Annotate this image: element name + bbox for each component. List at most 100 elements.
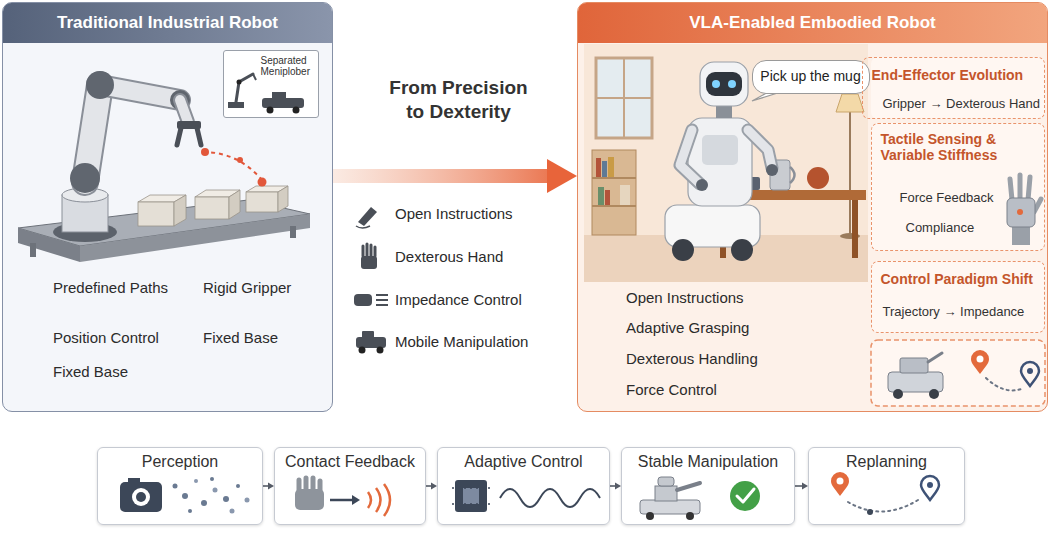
step-icons-part	[182, 493, 188, 499]
text-slot: Tactile Sensing & Variable Stiffness	[881, 131, 1041, 165]
box-heading: End-Effector Evolution	[872, 67, 1024, 84]
industrial-robot-illustration-part	[246, 192, 278, 212]
panel-title: Traditional Industrial Robot	[57, 3, 278, 43]
feature-box: Tactile Sensing & Variable StiffnessForc…	[871, 123, 1045, 251]
panel-fill-part	[871, 123, 1045, 251]
label-slot: Mobile Manipulation	[395, 333, 528, 351]
home-scene-illustration-part	[696, 179, 708, 191]
inset-sketch-part	[267, 107, 274, 114]
home-scene-illustration-part	[849, 110, 851, 235]
panel-header: VLA-Enabled Embodied Robot	[578, 3, 1047, 43]
mobile-manipulation-icon-part	[1021, 362, 1039, 386]
text-slot: Force Control	[626, 381, 717, 399]
industrial-robot-illustration-part	[86, 71, 114, 99]
text-slot: Open Instructions	[626, 289, 744, 307]
process-box: Contact Feedback	[274, 447, 426, 525]
step-icons-part	[245, 498, 250, 503]
text-slot: Dexterous Handling	[626, 350, 758, 368]
panel-fill-part	[577, 2, 1048, 412]
panel-fill	[2, 2, 1048, 525]
process-box: Replanning	[808, 447, 965, 525]
flow-arrow	[795, 483, 808, 490]
feature-box: End-Effector EvolutionGripper → Dexterou…	[862, 57, 1045, 119]
inset-caption: Separated Meniplober	[261, 55, 317, 78]
step-icons-part	[655, 486, 677, 501]
panel-fill-part	[97, 447, 263, 525]
step-icons-part	[500, 489, 600, 507]
transition-label: Mobile Manipulation	[395, 333, 528, 350]
panel-fill-part	[621, 447, 795, 525]
industrial-robot-illustration-part	[229, 190, 240, 219]
step-icons-part	[352, 495, 360, 505]
step-icons-part	[295, 489, 324, 510]
tactile-hand-icon-part	[1028, 177, 1030, 200]
text-slot: End-Effector Evolution	[872, 66, 1024, 84]
step-icons-part	[686, 512, 694, 520]
tactile-hand-icon-part	[1017, 209, 1023, 215]
mobile-manipulation-icon-part	[893, 389, 903, 399]
flow-arrow	[426, 483, 437, 490]
home-scene-illustration-part	[766, 164, 778, 176]
industrial-robot-illustration-part	[290, 226, 296, 238]
home-scene-illustration-part	[790, 167, 795, 183]
home-scene-illustration-part	[596, 97, 652, 99]
industrial-robot-illustration-part	[138, 202, 174, 226]
step-icons-part	[658, 477, 674, 486]
step-icons-part	[311, 478, 316, 490]
home-scene-illustration-part	[592, 205, 636, 207]
text-slot: Fixed Base	[203, 329, 278, 347]
mobile-manipulation-icon-part	[986, 378, 1024, 390]
industrial-robot-illustration-part	[237, 157, 243, 163]
transition-icons-part	[366, 244, 369, 256]
inset-box: Separated Meniplober	[223, 50, 319, 118]
home-scene-illustration-part	[731, 239, 753, 261]
home-scene-illustration-part	[592, 177, 636, 179]
tactile-hand-icon-part	[1012, 226, 1030, 245]
home-scene-illustration-part	[728, 80, 736, 88]
text-slot: Adaptive Control	[438, 453, 609, 471]
feature-label: Fixed Base	[53, 363, 128, 380]
home-scene-illustration-part	[608, 157, 614, 177]
transition-icons-part	[376, 294, 388, 296]
mobile-manipulation-icon	[871, 340, 1045, 406]
home-scene-illustration-part	[592, 150, 636, 235]
step-icons-part	[368, 492, 371, 508]
transition-icons-part	[370, 245, 373, 256]
capability-label: Force Control	[626, 381, 717, 398]
step-icons-part	[927, 482, 933, 488]
home-scene-illustration-part	[712, 80, 720, 88]
mobile-manipulation-icon-part	[871, 340, 1045, 406]
flow-arrow	[263, 483, 274, 490]
home-scene-illustration-part	[748, 130, 772, 168]
transition-arrow	[333, 159, 577, 193]
industrial-robot-illustration-part	[177, 128, 181, 145]
panel-fill-part	[871, 261, 1045, 333]
transition-icons-part	[356, 226, 370, 228]
step-icons-part	[132, 488, 150, 506]
text-slot: Control Paradigm Shift	[881, 270, 1033, 288]
box-heading: Control Paradigm Shift	[881, 271, 1033, 288]
step-icons-part	[136, 492, 146, 502]
industrial-robot-illustration-part	[80, 214, 310, 262]
label-slot: Open Instructions	[395, 205, 513, 223]
comparison-panel: Traditional Industrial RobotPredefined P…	[2, 2, 333, 412]
home-scene-illustration-part	[620, 185, 630, 205]
industrial-robot-illustration-part	[70, 163, 100, 193]
mobile-manipulation-icon-part	[929, 389, 939, 399]
transition-icons-part	[358, 207, 377, 226]
inset-sketch-part	[253, 74, 256, 80]
connector-line	[795, 485, 803, 487]
step-icons-part	[737, 489, 754, 502]
label-slot: From Precision to Dexterity	[381, 76, 536, 124]
step-icons-part	[452, 503, 490, 505]
home-scene-illustration-part	[672, 239, 694, 261]
mobile-manipulation-icon-part	[1027, 368, 1033, 374]
home-scene-illustration-part	[680, 130, 700, 184]
home-scene-illustration-part	[748, 130, 772, 168]
flow-arrow	[610, 483, 621, 490]
text-slot: Perception	[98, 453, 262, 471]
industrial-robot-illustration-part	[195, 197, 229, 219]
transition-label: Open Instructions	[395, 205, 513, 222]
box-detail: Gripper → Dexterous Hand	[883, 96, 1041, 111]
transition-icons-part	[362, 331, 374, 338]
